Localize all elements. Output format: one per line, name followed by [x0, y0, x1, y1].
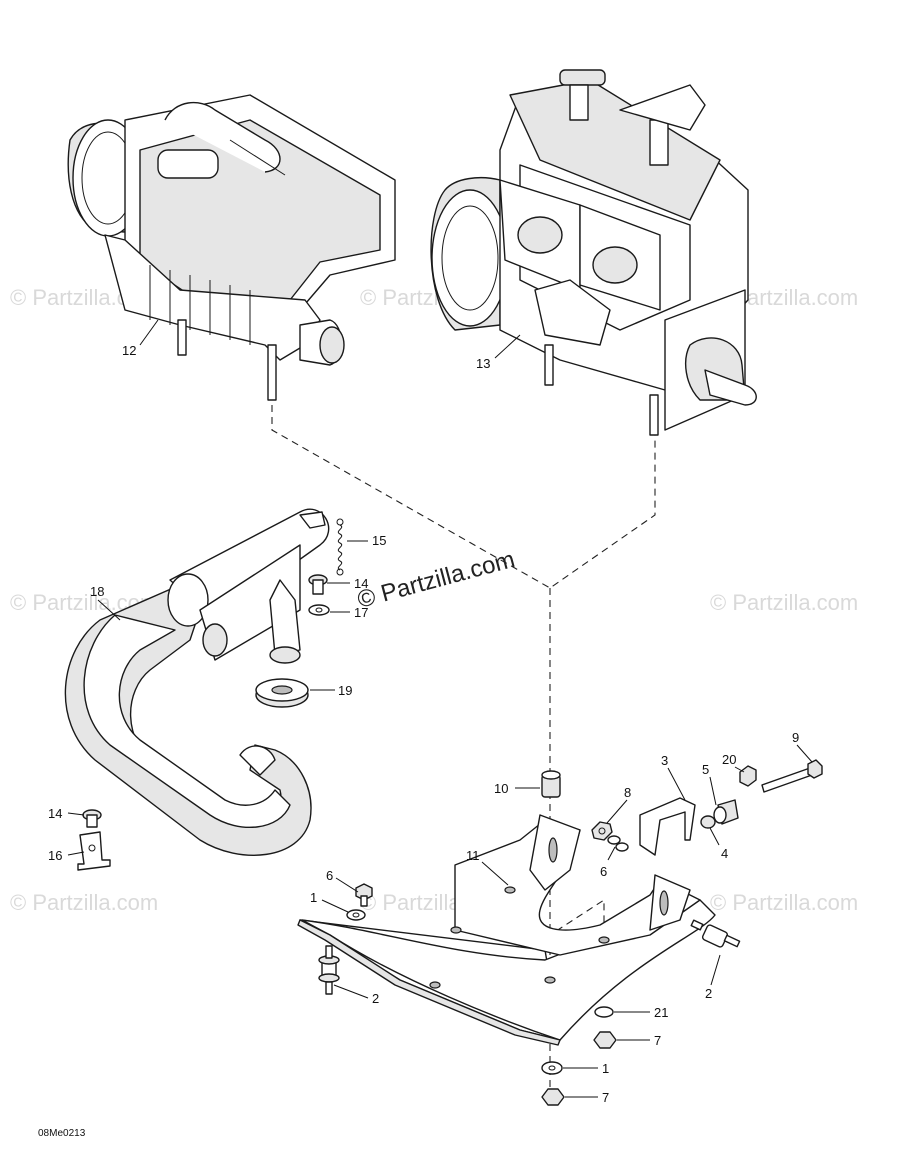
callout-19: 19 — [338, 683, 352, 698]
bushing-icon — [713, 799, 739, 825]
nut-icon — [739, 765, 757, 787]
callout-5: 5 — [702, 762, 709, 777]
nut-icon — [541, 1088, 565, 1106]
washer-icon — [594, 1006, 614, 1018]
callout-7: 7 — [654, 1033, 661, 1048]
callout-20: 20 — [722, 752, 736, 767]
callout-21: 21 — [654, 1005, 668, 1020]
callout-17: 17 — [354, 605, 368, 620]
watermark-main: © Partzilla.com — [355, 546, 518, 614]
callout-18: 18 — [90, 584, 104, 599]
callout-6: 6 — [600, 864, 607, 879]
callout-1: 1 — [310, 890, 317, 905]
callout-4: 4 — [721, 846, 728, 861]
callout-12: 12 — [122, 343, 136, 358]
callout-7: 7 — [602, 1090, 609, 1105]
screw-icon — [82, 809, 102, 828]
callout-11: 11 — [466, 848, 480, 863]
engine-support-icon — [297, 814, 716, 1046]
rubber-mount-icon — [318, 945, 340, 995]
callout-6: 6 — [326, 868, 333, 883]
watermark-text: © Partzilla.com — [10, 890, 158, 915]
washer-icon — [607, 835, 629, 852]
bracket-icon — [639, 797, 696, 856]
callout-9: 9 — [792, 730, 799, 745]
washer-icon — [541, 1061, 563, 1075]
callout-10: 10 — [494, 781, 508, 796]
watermark-text: © Partzilla.com — [710, 890, 858, 915]
callout-labels: 12 13 15 14 17 18 19 14 16 10 8 3 5 20 9… — [48, 343, 799, 1105]
nut-icon — [593, 1031, 617, 1049]
screw-icon — [308, 574, 328, 595]
bushing-icon — [700, 815, 716, 829]
callout-14: 14 — [48, 806, 62, 821]
diagram-code: 08Me0213 — [38, 1128, 86, 1139]
screw-icon — [355, 883, 373, 907]
callout-8: 8 — [624, 785, 631, 800]
washer-icon — [346, 909, 366, 921]
callout-14: 14 — [354, 576, 368, 591]
bolt-icon — [761, 759, 823, 793]
nut-icon — [591, 821, 613, 841]
engine-left-icon — [67, 94, 396, 401]
engine-right-icon — [430, 69, 757, 436]
bracket-icon — [77, 831, 111, 871]
callout-2: 2 — [372, 991, 379, 1006]
washer-icon — [308, 604, 330, 616]
spring-icon — [336, 518, 344, 576]
callout-16: 16 — [48, 848, 62, 863]
callout-3: 3 — [661, 753, 668, 768]
callout-15: 15 — [372, 533, 386, 548]
muffler-icon — [64, 508, 330, 856]
callout-1: 1 — [602, 1061, 609, 1076]
callout-2: 2 — [705, 986, 712, 1001]
rubber-mount-icon — [690, 919, 741, 948]
spacer-icon — [541, 770, 561, 798]
callout-13: 13 — [476, 356, 490, 371]
watermark-text: © Partzilla.com — [710, 590, 858, 615]
leader-lines — [67, 319, 813, 1098]
grommet-icon — [255, 678, 309, 708]
